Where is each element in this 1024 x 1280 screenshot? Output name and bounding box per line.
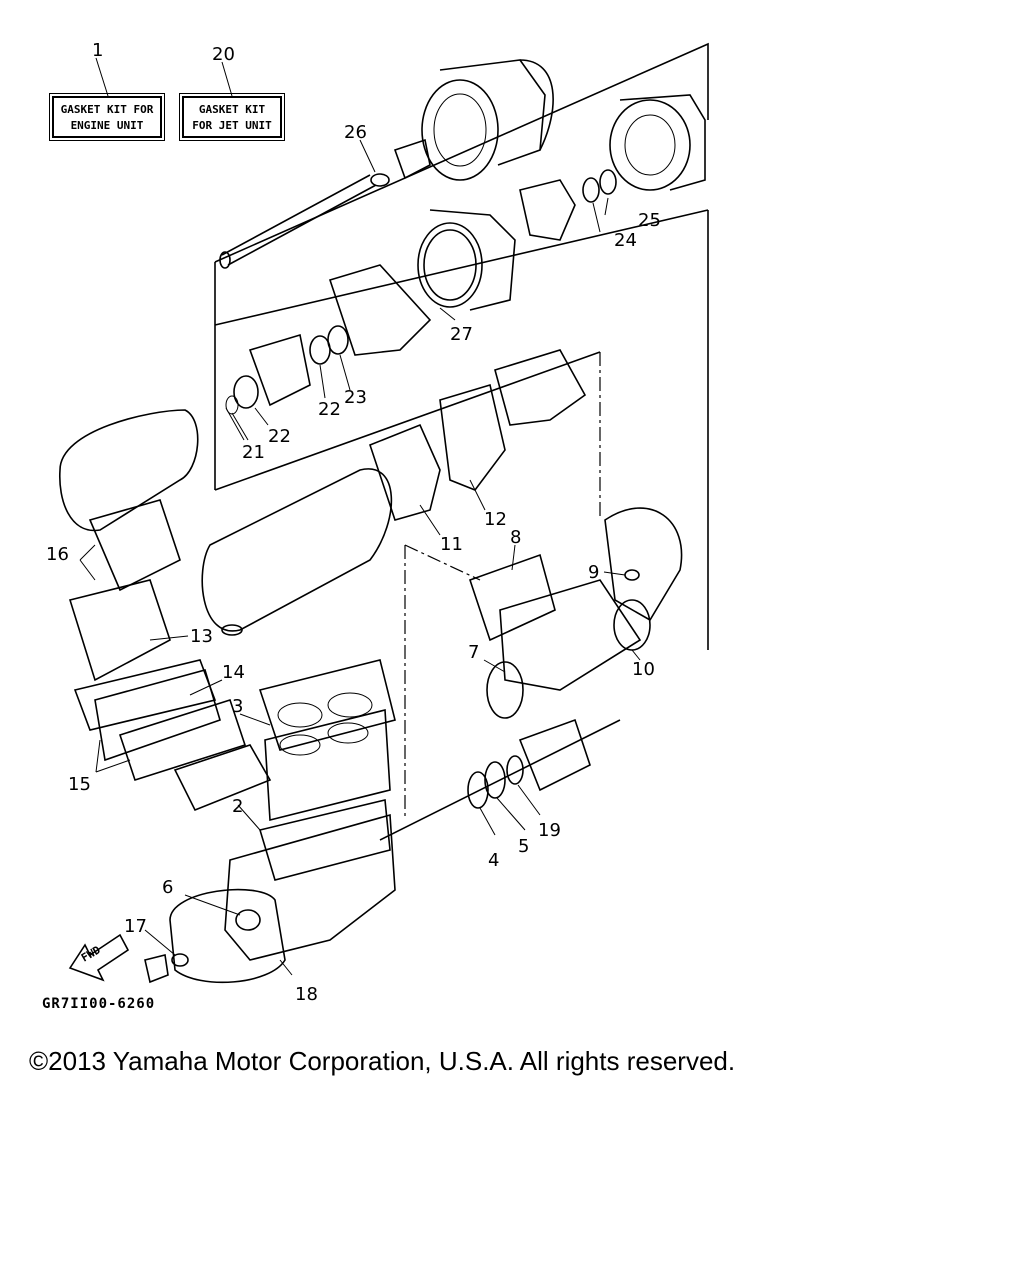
pump-casing [417, 209, 516, 311]
oil-seal-22-upper [309, 335, 331, 365]
elbow [604, 507, 683, 622]
callout-21: 21 [242, 442, 265, 463]
oil-seal-22-lower [233, 375, 259, 409]
damper-4 [467, 771, 489, 809]
coupling [393, 138, 431, 180]
jet-frame-mid [214, 209, 709, 326]
driveshaft-line [379, 719, 621, 841]
callout-11: 11 [440, 534, 463, 555]
callout-2: 2 [232, 796, 243, 817]
callout-14: 14 [222, 662, 245, 683]
cylinder-block [264, 708, 391, 822]
callout-18: 18 [295, 984, 318, 1005]
muffler [201, 468, 393, 636]
callout-15: 15 [68, 774, 91, 795]
o-ring-21 [225, 395, 239, 415]
jet-frame-cross [214, 351, 601, 491]
kit-1-line-2: ENGINE UNIT [70, 119, 144, 132]
callout-4: 4 [488, 850, 499, 871]
callout-13: 13 [190, 626, 213, 647]
leader-lines [79, 57, 641, 976]
intake-manifold [68, 499, 272, 812]
coupler-7 [486, 661, 524, 719]
kit-20-number: 20 [212, 44, 235, 65]
jet-pump-housing [421, 59, 554, 181]
crankcase [224, 813, 396, 961]
callout-22-upper: 22 [318, 399, 341, 420]
guide-line [404, 544, 481, 581]
exploded-parts-diagram: FWD 2 3 4 [46, 40, 709, 1005]
callout-25: 25 [638, 210, 661, 231]
oil-seal-25 [599, 169, 617, 195]
callout-23: 23 [344, 387, 367, 408]
kit-1-number: 1 [92, 40, 103, 61]
exhaust-manifold [499, 579, 642, 691]
o-ring-26 [370, 173, 390, 187]
gasket-10 [613, 599, 651, 651]
jet-frame-top [214, 42, 709, 263]
callout-7: 7 [468, 642, 479, 663]
cylinder-head [258, 659, 396, 751]
kit-20-line-2: FOR JET UNIT [192, 119, 272, 132]
exhaust-pipe [494, 349, 587, 426]
impeller [519, 179, 576, 241]
callout-10: 10 [632, 659, 655, 680]
oil-seal-23 [327, 325, 349, 355]
jet-gasket-kit-label: GASKET KIT FOR JET UNIT [179, 93, 285, 141]
water-box [59, 409, 199, 532]
callout-19: 19 [538, 820, 561, 841]
exhaust-gasket-8 [468, 553, 556, 642]
sensor [144, 954, 169, 984]
fwd-label: FWD [79, 943, 103, 964]
callout-6: 6 [162, 877, 173, 898]
callout-24: 24 [614, 230, 637, 251]
oil-seal-24 [582, 177, 600, 203]
coupler-5 [484, 761, 506, 799]
bearing-housing-19 [518, 718, 591, 792]
callout-labels: 2 3 4 5 6 7 8 9 10 11 12 13 14 15 16 17 … [46, 40, 661, 1005]
kit-1-line-1: GASKET KIT FOR [60, 103, 154, 116]
o-ring-17 [171, 953, 189, 967]
callout-17: 17 [124, 916, 147, 937]
callout-22-lower: 22 [268, 426, 291, 447]
cylinder-gasket-2 [258, 799, 391, 881]
duct [328, 264, 432, 356]
jet-nozzle [609, 94, 706, 191]
engine-gasket-kit-label: GASKET KIT FOR ENGINE UNIT [49, 93, 165, 141]
seal-19 [506, 755, 524, 785]
callout-8: 8 [510, 527, 521, 548]
diagram-drawing: FWD 2 3 4 [46, 40, 709, 1005]
fwd-arrow-icon: FWD [68, 933, 130, 982]
exhaust-gasket-12 [439, 383, 506, 491]
copyright-notice: ©2013 Yamaha Motor Corporation, U.S.A. A… [29, 1046, 736, 1076]
exhaust-gasket-11 [369, 423, 441, 521]
callout-5: 5 [518, 836, 529, 857]
drawing-code: GR7II00-6260 [42, 996, 156, 1012]
callout-9: 9 [588, 562, 599, 583]
callout-3: 3 [232, 696, 243, 717]
callout-16: 16 [46, 544, 69, 565]
oil-seal-6 [235, 909, 261, 931]
callout-12: 12 [484, 509, 507, 530]
kit-20-line-1: GASKET KIT [198, 103, 266, 116]
drive-shaft [219, 174, 377, 269]
washer-9 [624, 569, 640, 581]
callout-26: 26 [344, 122, 367, 143]
callout-27: 27 [450, 324, 473, 345]
bearing-housing [248, 333, 311, 407]
